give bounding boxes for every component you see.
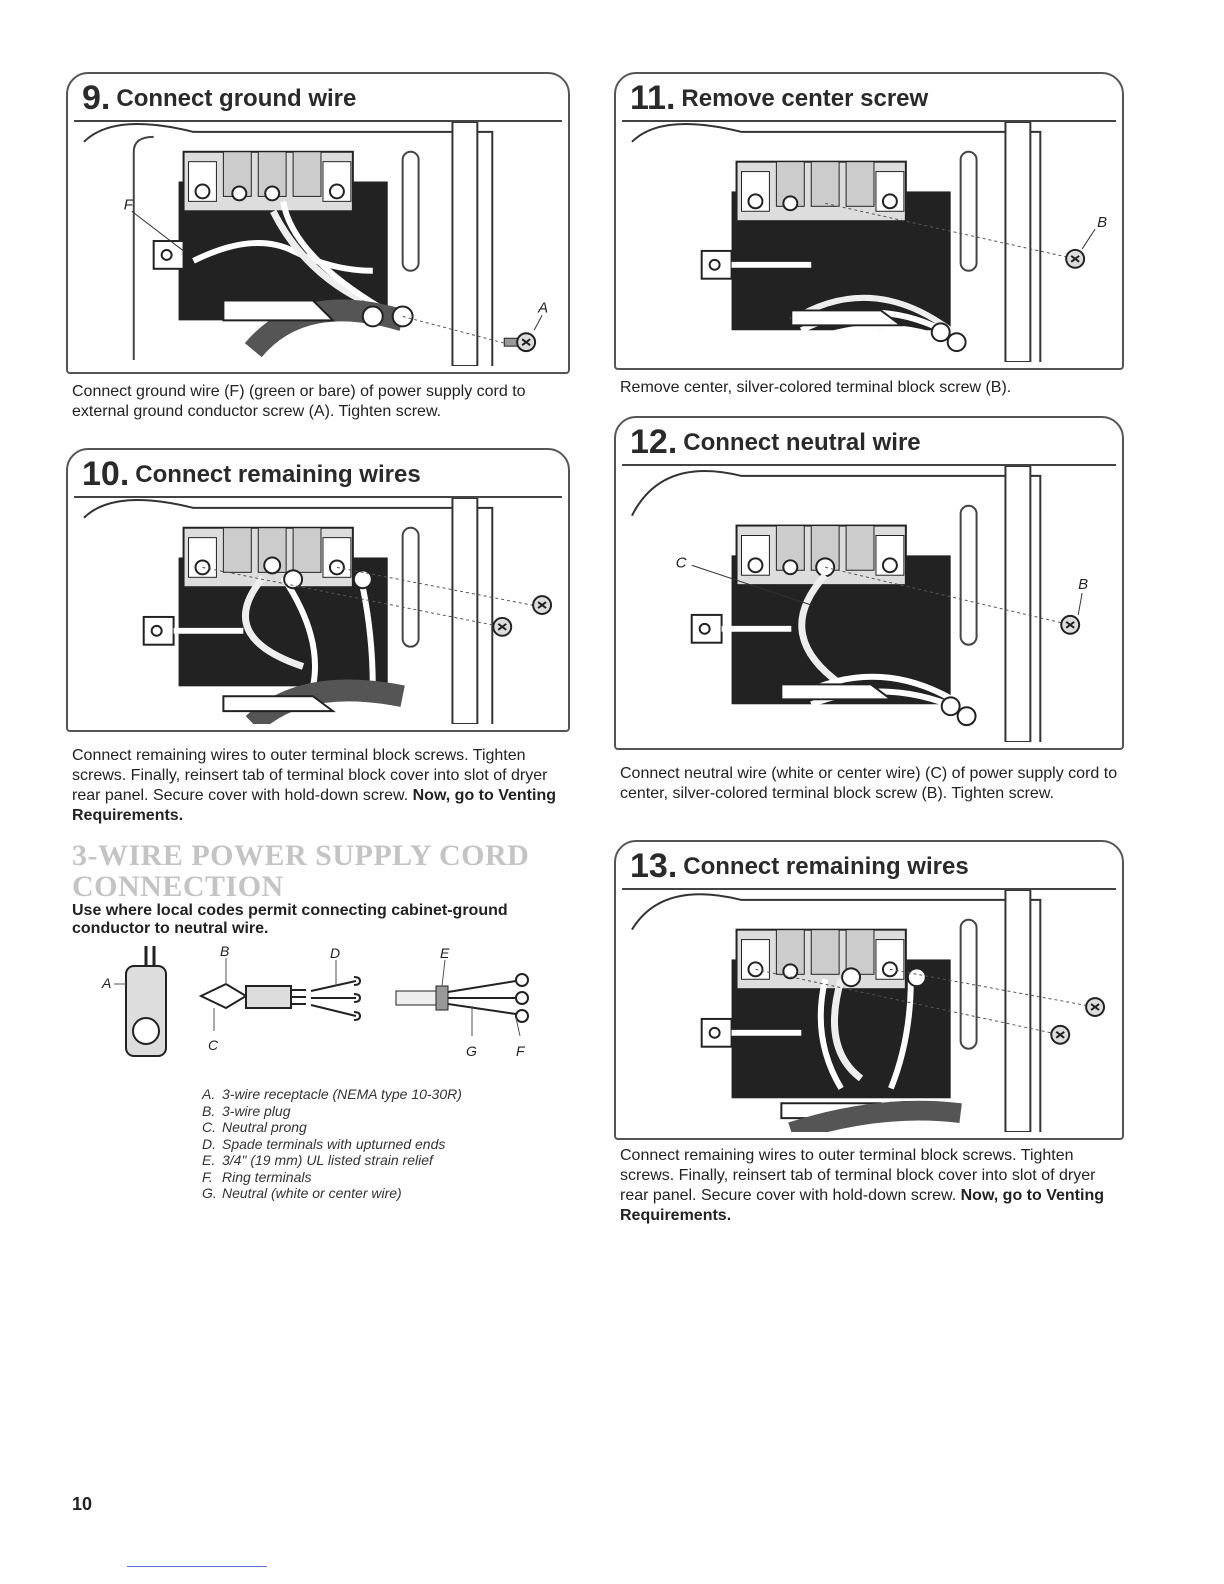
diagram-label-c: C — [208, 1037, 219, 1053]
legend-item: E.3/4" (19 mm) UL listed strain relief — [202, 1152, 433, 1168]
legend-item: C.Neutral prong — [202, 1119, 307, 1135]
diagram-label-f: F — [516, 1043, 526, 1059]
step-12-illustration: C B — [622, 464, 1116, 742]
label-f: F — [124, 197, 134, 213]
terminal-block-illustration: C B — [622, 466, 1116, 742]
label-c: C — [676, 555, 687, 571]
section-title-line2: CONNECTION — [72, 870, 284, 903]
step-11-title: Remove center screw — [681, 85, 929, 112]
step-12-header: 12. Connect neutral wire — [616, 418, 1122, 462]
step-12-title: Connect neutral wire — [683, 429, 921, 456]
step-12: 12. Connect neutral wire — [614, 416, 1124, 750]
cord-diagram-svg: A B C D E F G — [101, 943, 529, 1059]
legend-item: G.Neutral (white or center wire) — [202, 1185, 402, 1201]
section-subtitle: Use where local codes permit connecting … — [72, 902, 508, 937]
label-b: B — [1078, 577, 1088, 593]
step-11-header: 11. Remove center screw — [616, 74, 1122, 118]
diagram-label-g: G — [466, 1043, 477, 1059]
step-9-caption: Connect ground wire (F) (green or bare) … — [72, 383, 526, 420]
diagram-label-a: A — [101, 975, 111, 991]
legend-item: A.3-wire receptacle (NEMA type 10-30R) — [202, 1086, 462, 1102]
legend-item: F.Ring terminals — [202, 1168, 312, 1185]
step-10-illustration — [74, 496, 562, 724]
step-13-title: Connect remaining wires — [683, 853, 969, 880]
section-title-line1: 3-WIRE POWER SUPPLY CORD — [72, 839, 530, 872]
step-10-caption-bold: Now, go to Venting Requirements. — [72, 787, 556, 824]
page-number: 10 — [72, 1494, 93, 1514]
terminal-block-illustration: B — [622, 122, 1116, 362]
legend-item: D.Spade terminals with upturned ends — [202, 1135, 446, 1152]
diagram-label-d: D — [330, 946, 340, 961]
step-13-caption-text: Connect remaining wires to outer termina… — [620, 1147, 1096, 1204]
step-10-caption: Connect remaining wires to outer termina… — [72, 746, 567, 826]
step-11: 11. Remove center screw — [614, 72, 1124, 370]
step-12-panel: 12. Connect neutral wire — [614, 416, 1124, 750]
diagram-legend: A.3-wire receptacle (NEMA type 10-30R) B… — [202, 1086, 562, 1202]
step-13-panel: 13. Connect remaining wires — [614, 840, 1124, 1140]
diagram-label-e: E — [440, 946, 450, 961]
step-10-title: Connect remaining wires — [135, 461, 421, 488]
step-13-caption-bold: Now, go to Venting Requirements. — [620, 1187, 1104, 1224]
step-12-number: 12. — [630, 423, 678, 461]
step-13-header: 13. Connect remaining wires — [616, 842, 1122, 886]
step-13-caption: Connect remaining wires to outer termina… — [620, 1146, 1120, 1226]
step-10-caption-text: Connect remaining wires to outer termina… — [72, 747, 548, 804]
cord-diagram: A B C D E F G — [96, 943, 546, 1066]
terminal-block-illustration: F A — [74, 122, 562, 366]
step-9-number: 9. — [82, 79, 111, 117]
step-9-header: 9. Connect ground wire — [68, 74, 568, 118]
legend-item: B.3-wire plug — [202, 1102, 291, 1119]
step-10-header: 10. Connect remaining wires — [68, 450, 568, 494]
step-11-illustration: B — [622, 120, 1116, 362]
step-11-panel: 11. Remove center screw — [614, 72, 1124, 370]
step-13-number: 13. — [630, 847, 678, 885]
label-b: B — [1097, 215, 1107, 231]
step-12-caption: Connect neutral wire (white or center wi… — [620, 765, 1118, 802]
step-13-illustration — [622, 888, 1116, 1132]
section-title: 3-WIRE POWER SUPPLY CORD CONNECTION — [72, 840, 572, 902]
step-11-caption: Remove center, silver-colored terminal b… — [620, 379, 1012, 396]
terminal-block-illustration — [74, 498, 562, 724]
step-9: 9. Connect ground wire — [66, 72, 570, 374]
step-9-illustration: F A — [74, 120, 562, 366]
step-11-number: 11. — [630, 79, 676, 117]
step-9-title: Connect ground wire — [116, 85, 357, 112]
diagram-label-b: B — [220, 946, 229, 959]
step-9-panel: 9. Connect ground wire — [66, 72, 570, 374]
label-a: A — [537, 300, 548, 316]
terminal-block-illustration — [622, 890, 1116, 1132]
step-10-panel: 10. Connect remaining wires — [66, 448, 570, 732]
step-10: 10. Connect remaining wires — [66, 448, 570, 732]
step-10-number: 10. — [82, 455, 130, 493]
step-13: 13. Connect remaining wires — [614, 840, 1124, 1140]
bottom-link-underline — [127, 1566, 267, 1567]
